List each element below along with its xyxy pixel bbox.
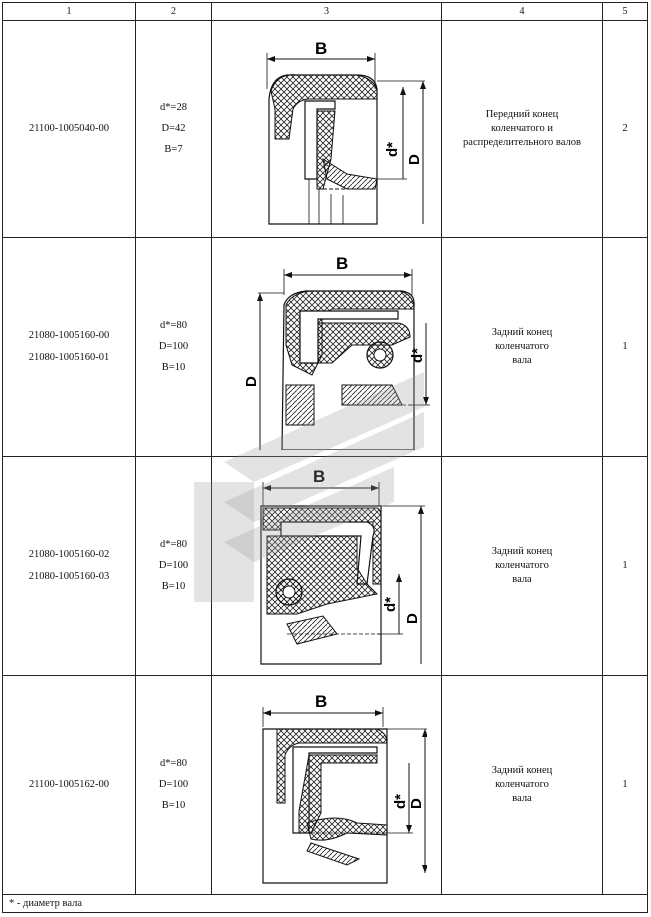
param-B: B=10 [161, 581, 186, 592]
application-line: коленчатого и [490, 123, 554, 134]
header-col-4: 4 [441, 2, 603, 21]
application-line: коленчатого [495, 341, 549, 352]
dimensions-cell: d*=80 D=100 B=10 [135, 237, 212, 457]
param-D: D=100 [158, 560, 189, 571]
seal-drawing-cell: B d* D [211, 675, 442, 895]
seal-drawing-rear-c: B d* D [261, 692, 427, 884]
application-line: распределительного валов [463, 137, 581, 148]
footnote: * - диаметр вала [2, 894, 648, 913]
dim-label-D: D [243, 376, 260, 387]
part-number: 21100-1005040-00 [28, 123, 110, 134]
dim-label-d: d* [409, 347, 426, 362]
quantity-cell: 1 [602, 237, 648, 457]
param-D: D=42 [161, 123, 186, 134]
application-line: Задний конец [491, 765, 553, 776]
footnote-row: * - диаметр вала [2, 894, 648, 913]
seal-drawing-front: B d* D [266, 39, 426, 225]
seal-drawing-cell: B d* D [211, 20, 442, 238]
application-cell: Задний конец коленчатого вала [441, 237, 603, 457]
application-line: Задний конец [491, 546, 553, 557]
dim-label-d: d* [384, 142, 401, 157]
param-d: d*=80 [160, 320, 187, 331]
part-number-cell: 21100-1005162-00 [2, 675, 136, 895]
param-D: D=100 [158, 341, 189, 352]
header-col-5: 5 [602, 2, 648, 21]
dim-label-d: d* [382, 596, 399, 611]
dim-label-D: D [408, 798, 425, 809]
seal-drawing-rear-a: B D d* [243, 254, 430, 450]
table-row: 21080-1005160-00 21080-1005160-01 d*=80 … [2, 237, 648, 457]
param-d: d*=28 [160, 102, 187, 113]
header-col-2: 2 [135, 2, 212, 21]
part-number-cell: 21080-1005160-00 21080-1005160-01 [2, 237, 136, 457]
param-B: B=7 [164, 144, 183, 155]
seal-drawing-cell: B d* D [211, 456, 442, 676]
dim-label-B: B [336, 254, 348, 273]
table-row: 21080-1005160-02 21080-1005160-03 d*=80 … [2, 456, 648, 676]
param-d: d*=80 [160, 539, 187, 550]
dim-label-d: d* [392, 793, 409, 808]
seal-drawing-cell: B D d* [211, 237, 442, 457]
dim-label-B: B [315, 39, 327, 58]
application-line: коленчатого [495, 560, 549, 571]
application-cell: Передний конец коленчатого и распределит… [441, 20, 603, 238]
dim-label-B: B [313, 467, 325, 486]
dimensions-cell: d*=28 D=42 B=7 [135, 20, 212, 238]
application-cell: Задний конец коленчатого вала [441, 456, 603, 676]
dimensions-cell: d*=80 D=100 B=10 [135, 675, 212, 895]
application-line: вала [512, 793, 532, 804]
table-row: 21100-1005162-00 d*=80 D=100 B=10 [2, 675, 648, 895]
header-row: 1 2 3 4 5 [2, 2, 648, 21]
application-line: Передний конец [485, 109, 559, 120]
part-number-cell: 21080-1005160-02 21080-1005160-03 [2, 456, 136, 676]
quantity-cell: 2 [602, 20, 648, 238]
dim-label-D: D [406, 154, 423, 165]
application-cell: Задний конец коленчатого вала [441, 675, 603, 895]
dim-label-D: D [404, 613, 421, 624]
seal-drawing-rear-b: B d* D [259, 467, 425, 665]
part-number-cell: 21100-1005040-00 [2, 20, 136, 238]
application-line: вала [512, 355, 532, 366]
param-B: B=10 [161, 800, 186, 811]
param-d: d*=80 [160, 758, 187, 769]
dimensions-cell: d*=80 D=100 B=10 [135, 456, 212, 676]
part-number: 21080-1005160-00 [28, 330, 110, 341]
table-row: 21100-1005040-00 d*=28 D=42 B=7 [2, 20, 648, 238]
dim-label-B: B [315, 692, 327, 711]
quantity-cell: 1 [602, 675, 648, 895]
header-col-1: 1 [2, 2, 136, 21]
part-number: 21080-1005160-01 [28, 352, 110, 363]
application-line: вала [512, 574, 532, 585]
application-line: коленчатого [495, 779, 549, 790]
header-col-3: 3 [211, 2, 442, 21]
part-number: 21100-1005162-00 [28, 779, 110, 790]
part-number: 21080-1005160-02 [28, 549, 110, 560]
application-line: Задний конец [491, 327, 553, 338]
quantity-cell: 1 [602, 456, 648, 676]
param-B: B=10 [161, 362, 186, 373]
part-number: 21080-1005160-03 [28, 571, 110, 582]
param-D: D=100 [158, 779, 189, 790]
